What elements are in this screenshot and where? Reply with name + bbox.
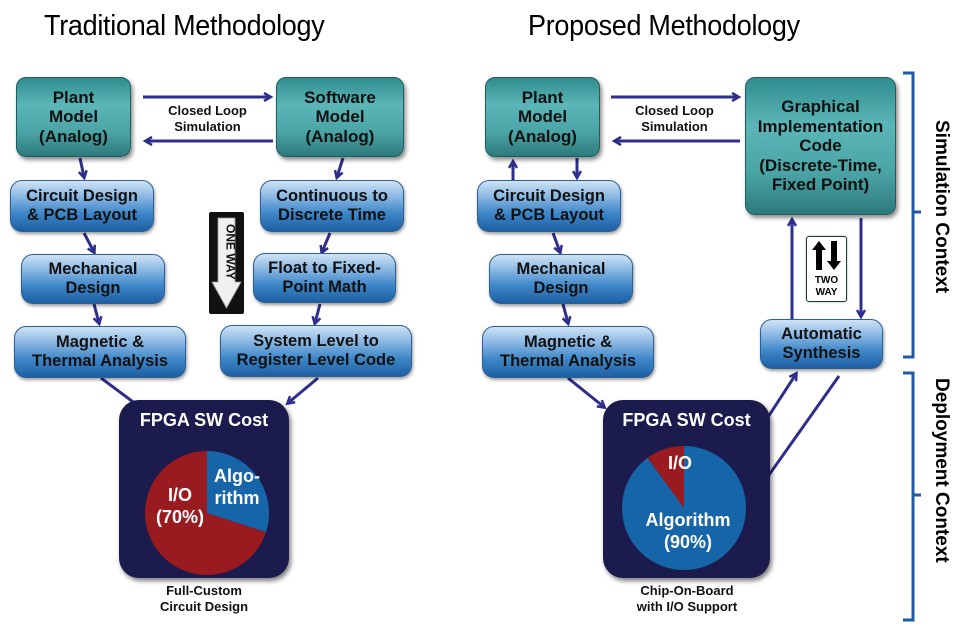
pie-label-io-proposed: I/O [667,453,692,473]
deployment-bracket [903,371,921,622]
arrow-down [561,303,568,323]
arrow-down [315,303,322,323]
mechanical-design-box: Mechanical Design [21,254,165,304]
cost-title-proposed: FPGA SW Cost [622,410,751,430]
software-model-box: Software Model (Analog) [276,77,404,157]
arrow-down [567,376,604,407]
caption-chip-on-board: Chip-On-Board with I/O Support [636,583,738,614]
arrow-down [288,376,319,403]
simulation-context-label: Simulation Context [931,120,952,294]
pie-slice-i-o [145,451,266,575]
plant-model-box: Plant Model (Analog) [16,77,131,157]
pie-label-io: I/O (70%) [155,485,204,527]
mechanical-design-box-proposed: Mechanical Design [489,254,633,304]
pie-slice-i-o [647,446,684,508]
one-way-sign-icon: ONE WAY [209,212,244,314]
caption-full-custom: Full-Custom Circuit Design [159,583,249,614]
arrow-down [82,232,94,252]
two-way-line2: WAY [816,287,838,298]
magnetic-thermal-box: Magnetic & Thermal Analysis [14,326,186,378]
system-register-box: System Level to Register Level Code [220,325,412,377]
magnetic-thermal-box-proposed: Magnetic & Thermal Analysis [482,326,654,378]
deployment-context-label: Deployment Context [931,378,952,563]
simulation-bracket [903,71,921,359]
closed-loop-label: Closed Loop Simulation [168,103,247,134]
pie-chart-traditional [145,451,269,575]
arrow-down [80,157,84,177]
continuous-discrete-box: Continuous to Discrete Time [260,180,404,232]
traditional-title: Traditional Methodology [44,10,325,42]
arrow-down [322,232,332,252]
plant-model-box-proposed: Plant Model (Analog) [485,77,600,157]
two-way-sign-icon: TWO WAY [806,236,847,302]
fpga-cost-panel-traditional: FPGA SW Cost I/O (70%) Algo- rithm [119,400,289,578]
automatic-synthesis-box: Automatic Synthesis [760,319,883,369]
arrow-down [337,157,345,177]
pie-label-algorithm: Algo- rithm [214,466,260,508]
pie-label-algorithm-proposed: Algorithm (90%) [645,510,731,552]
cost-title: FPGA SW Cost [139,410,269,430]
pie-slice-algorithm [207,451,269,533]
float-fixed-box: Float to Fixed- Point Math [253,253,396,303]
pie-chart-proposed [622,446,746,570]
one-way-sign-text: ONE WAY [224,224,238,280]
circuit-design-box: Circuit Design & PCB Layout [10,180,154,232]
closed-loop-label-proposed: Closed Loop Simulation [635,103,714,134]
two-way-line1: TWO [815,275,839,286]
circuit-design-box-proposed: Circuit Design & PCB Layout [477,180,621,232]
fpga-cost-panel-proposed: FPGA SW Cost Algorithm (90%) I/O [603,400,770,578]
proposed-title: Proposed Methodology [528,10,800,42]
graphical-implementation-box: Graphical Implementation Code (Discrete-… [745,77,896,215]
arrow-down [551,232,560,252]
arrow-down [92,303,99,323]
